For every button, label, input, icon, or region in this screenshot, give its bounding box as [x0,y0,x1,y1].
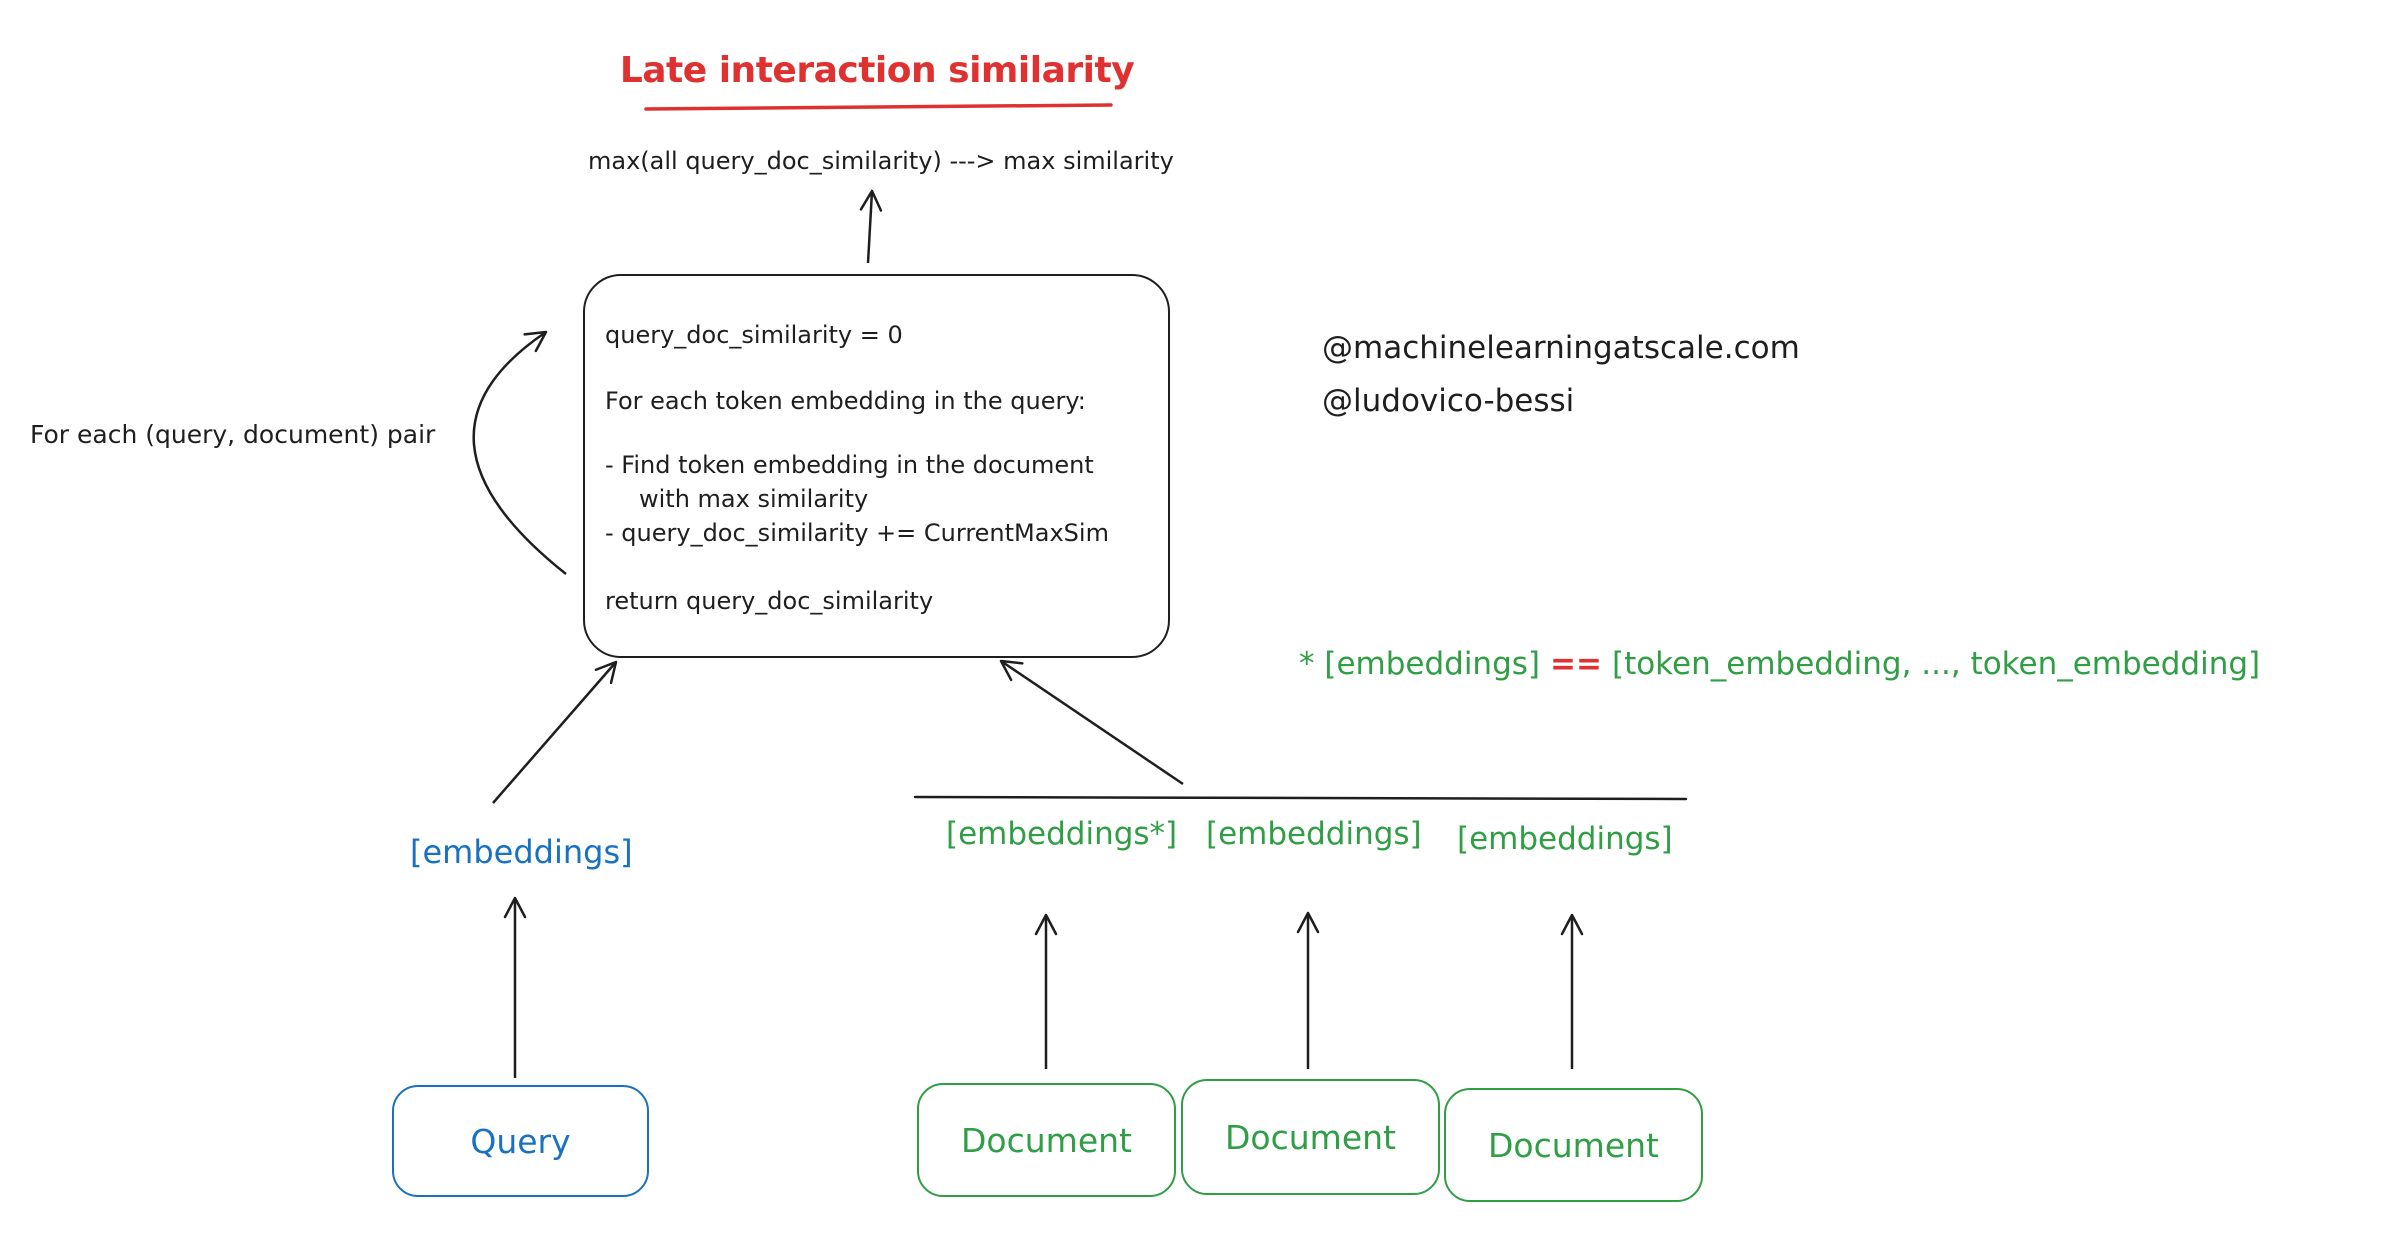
query-box-label: Query [470,1121,571,1161]
legend-equals: == [1550,646,1602,682]
document-embeddings-label-3: [embeddings] [1457,821,1673,857]
arrow-box-to-max-icon [859,189,883,264]
document-box-3: Document [1444,1088,1703,1202]
query-embeddings-label: [embeddings] [410,833,633,871]
title-underline [644,103,1113,111]
document-box-label: Document [1488,1125,1659,1165]
algorithm-line-6: return query_doc_similarity [605,587,934,615]
document-box-1: Document [917,1083,1176,1197]
algorithm-line-1: query_doc_similarity = 0 [605,321,903,349]
max-similarity-note: max(all query_doc_similarity) ---> max s… [588,147,1174,175]
handle-machinelearningatscale: @machinelearningatscale.com [1322,330,1800,366]
loop-bow-arrow-icon [472,330,567,575]
algorithm-line-2: For each token embedding in the query: [605,387,1086,415]
document-box-label: Document [961,1120,1132,1160]
legend-left: * [embeddings] [1299,646,1541,682]
algorithm-line-3: - Find token embedding in the document [605,451,1094,479]
algorithm-box [583,274,1170,658]
arrow-query-embeddings-to-box-icon [492,660,618,804]
legend-right: [token_embedding, ..., token_embedding] [1611,646,2261,682]
documents-overline [913,795,1688,801]
document-box-label: Document [1225,1117,1396,1157]
algorithm-line-4: with max similarity [639,485,869,513]
query-box: Query [392,1085,649,1197]
embeddings-legend: * [embeddings]==[token_embedding, ..., t… [1299,645,2260,684]
document-embeddings-label-1: [embeddings*] [946,816,1178,852]
loop-pair-label: For each (query, document) pair [30,420,436,449]
handle-ludovico-bessi: @ludovico-bessi [1322,383,1575,419]
page-title: Late interaction similarity [619,50,1135,91]
document-embeddings-label-2: [embeddings] [1206,816,1422,852]
document-box-2: Document [1181,1079,1440,1195]
algorithm-line-5: - query_doc_similarity += CurrentMaxSim [605,519,1109,547]
arrow-doc-embeddings-to-box-icon [999,659,1184,786]
